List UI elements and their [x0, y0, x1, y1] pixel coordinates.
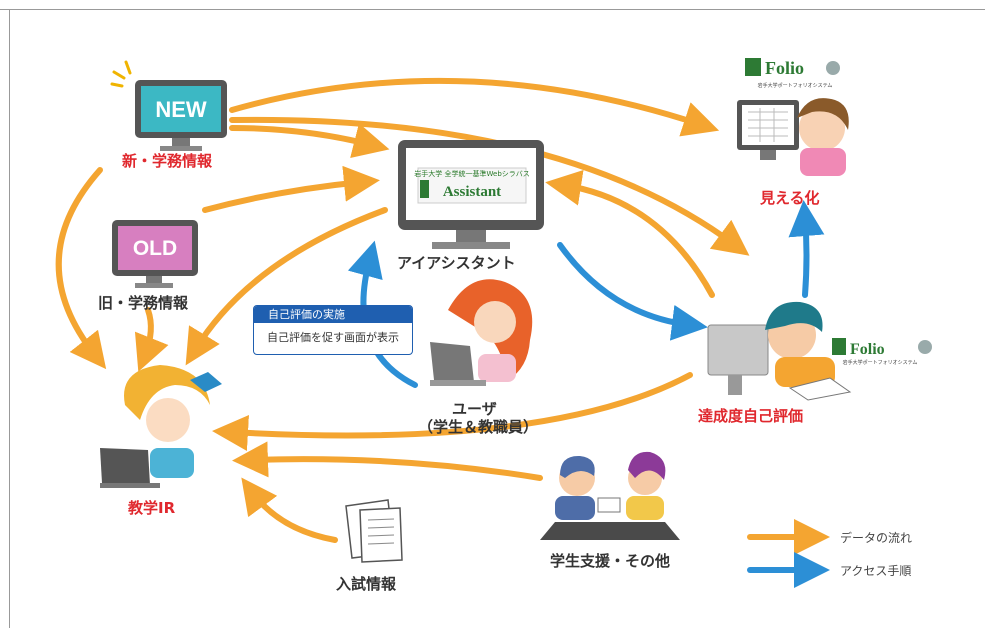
- ifolio-top-logo: Folio: [765, 58, 804, 78]
- frame-left-border: [9, 9, 10, 628]
- user-label: ユーザ: [452, 400, 497, 418]
- self-eval-info-box: 自己評価の実施 自己評価を促す画面が表示: [253, 305, 413, 355]
- ifolio-right-subtitle: 岩手大学ポートフォリオシステム: [843, 359, 918, 366]
- ifolio-right-logo: Folio: [850, 341, 885, 358]
- new-monitor-icon: NEW: [135, 80, 227, 151]
- arrow-assistant-to-ir: [185, 207, 388, 366]
- arrow-right-to-assistant: [545, 169, 715, 298]
- visualize-label: 見える化: [760, 189, 820, 207]
- assistant-monitor-icon: 岩手大学 全学統一基準Webシラバス Assistant: [398, 140, 544, 249]
- arrow-old-to-assistant: [202, 165, 380, 213]
- arrow-assistant-to-right: [557, 242, 708, 341]
- info-box-title: 自己評価の実施: [254, 306, 412, 323]
- arrow-support-to-ir: [232, 441, 543, 481]
- frame-top-border: [0, 9, 985, 10]
- assistant-label: アイアシスタント: [397, 254, 516, 272]
- ifolio-top-logo-mark: [745, 58, 761, 76]
- arrow-right-to-ir: [212, 372, 693, 451]
- document-icon: [345, 499, 403, 563]
- ifolio-top-illustration: Folio 岩手大学ポートフォリオシステム: [737, 58, 849, 176]
- arrow-old-to-ir: [134, 307, 169, 372]
- ifolio-top-subtitle: 岩手大学ポートフォリオシステム: [758, 82, 833, 89]
- new-burst: [110, 60, 132, 88]
- right-student-illustration: Folio 岩手大学ポートフォリオシステム: [707, 301, 932, 401]
- old-screen-text: OLD: [133, 237, 177, 260]
- arrow-new-to-ifolio: [229, 77, 720, 137]
- arrow-right-to-ifolio: [788, 200, 825, 298]
- assistant-screen-caption: 岩手大学 全学統一基準Webシラバス: [414, 169, 529, 178]
- self-eval-label: 達成度自己評価: [698, 407, 804, 425]
- kyogaku-ir-illustration: [100, 365, 222, 488]
- legend-data-flow-label: データの流れ: [840, 531, 913, 545]
- info-box-body: 自己評価を促す画面が表示: [267, 331, 399, 344]
- arrow-new-to-ir: [55, 167, 107, 370]
- new-screen-text: NEW: [155, 97, 207, 122]
- legend-access-label: アクセス手順: [840, 564, 912, 578]
- arrow-new-to-assistant: [229, 123, 390, 159]
- student-support-illustration: [540, 451, 680, 540]
- user-illustration: [430, 279, 533, 386]
- ifolio-right-logo-mark: [832, 338, 846, 355]
- arrow-entrance-to-ir: [241, 477, 338, 543]
- assistant-screen-logo: Assistant: [443, 184, 501, 200]
- old-info-label: 旧・学務情報: [98, 294, 189, 312]
- old-monitor-icon: OLD: [112, 220, 198, 288]
- new-info-label: 新・学務情報: [122, 152, 213, 170]
- kyogaku-ir-label: 教学IR: [128, 499, 176, 517]
- student-support-label: 学生支援・その他: [550, 552, 671, 570]
- user-label-sub: （学生＆教職員）: [418, 418, 539, 436]
- entrance-label: 入試情報: [336, 575, 397, 593]
